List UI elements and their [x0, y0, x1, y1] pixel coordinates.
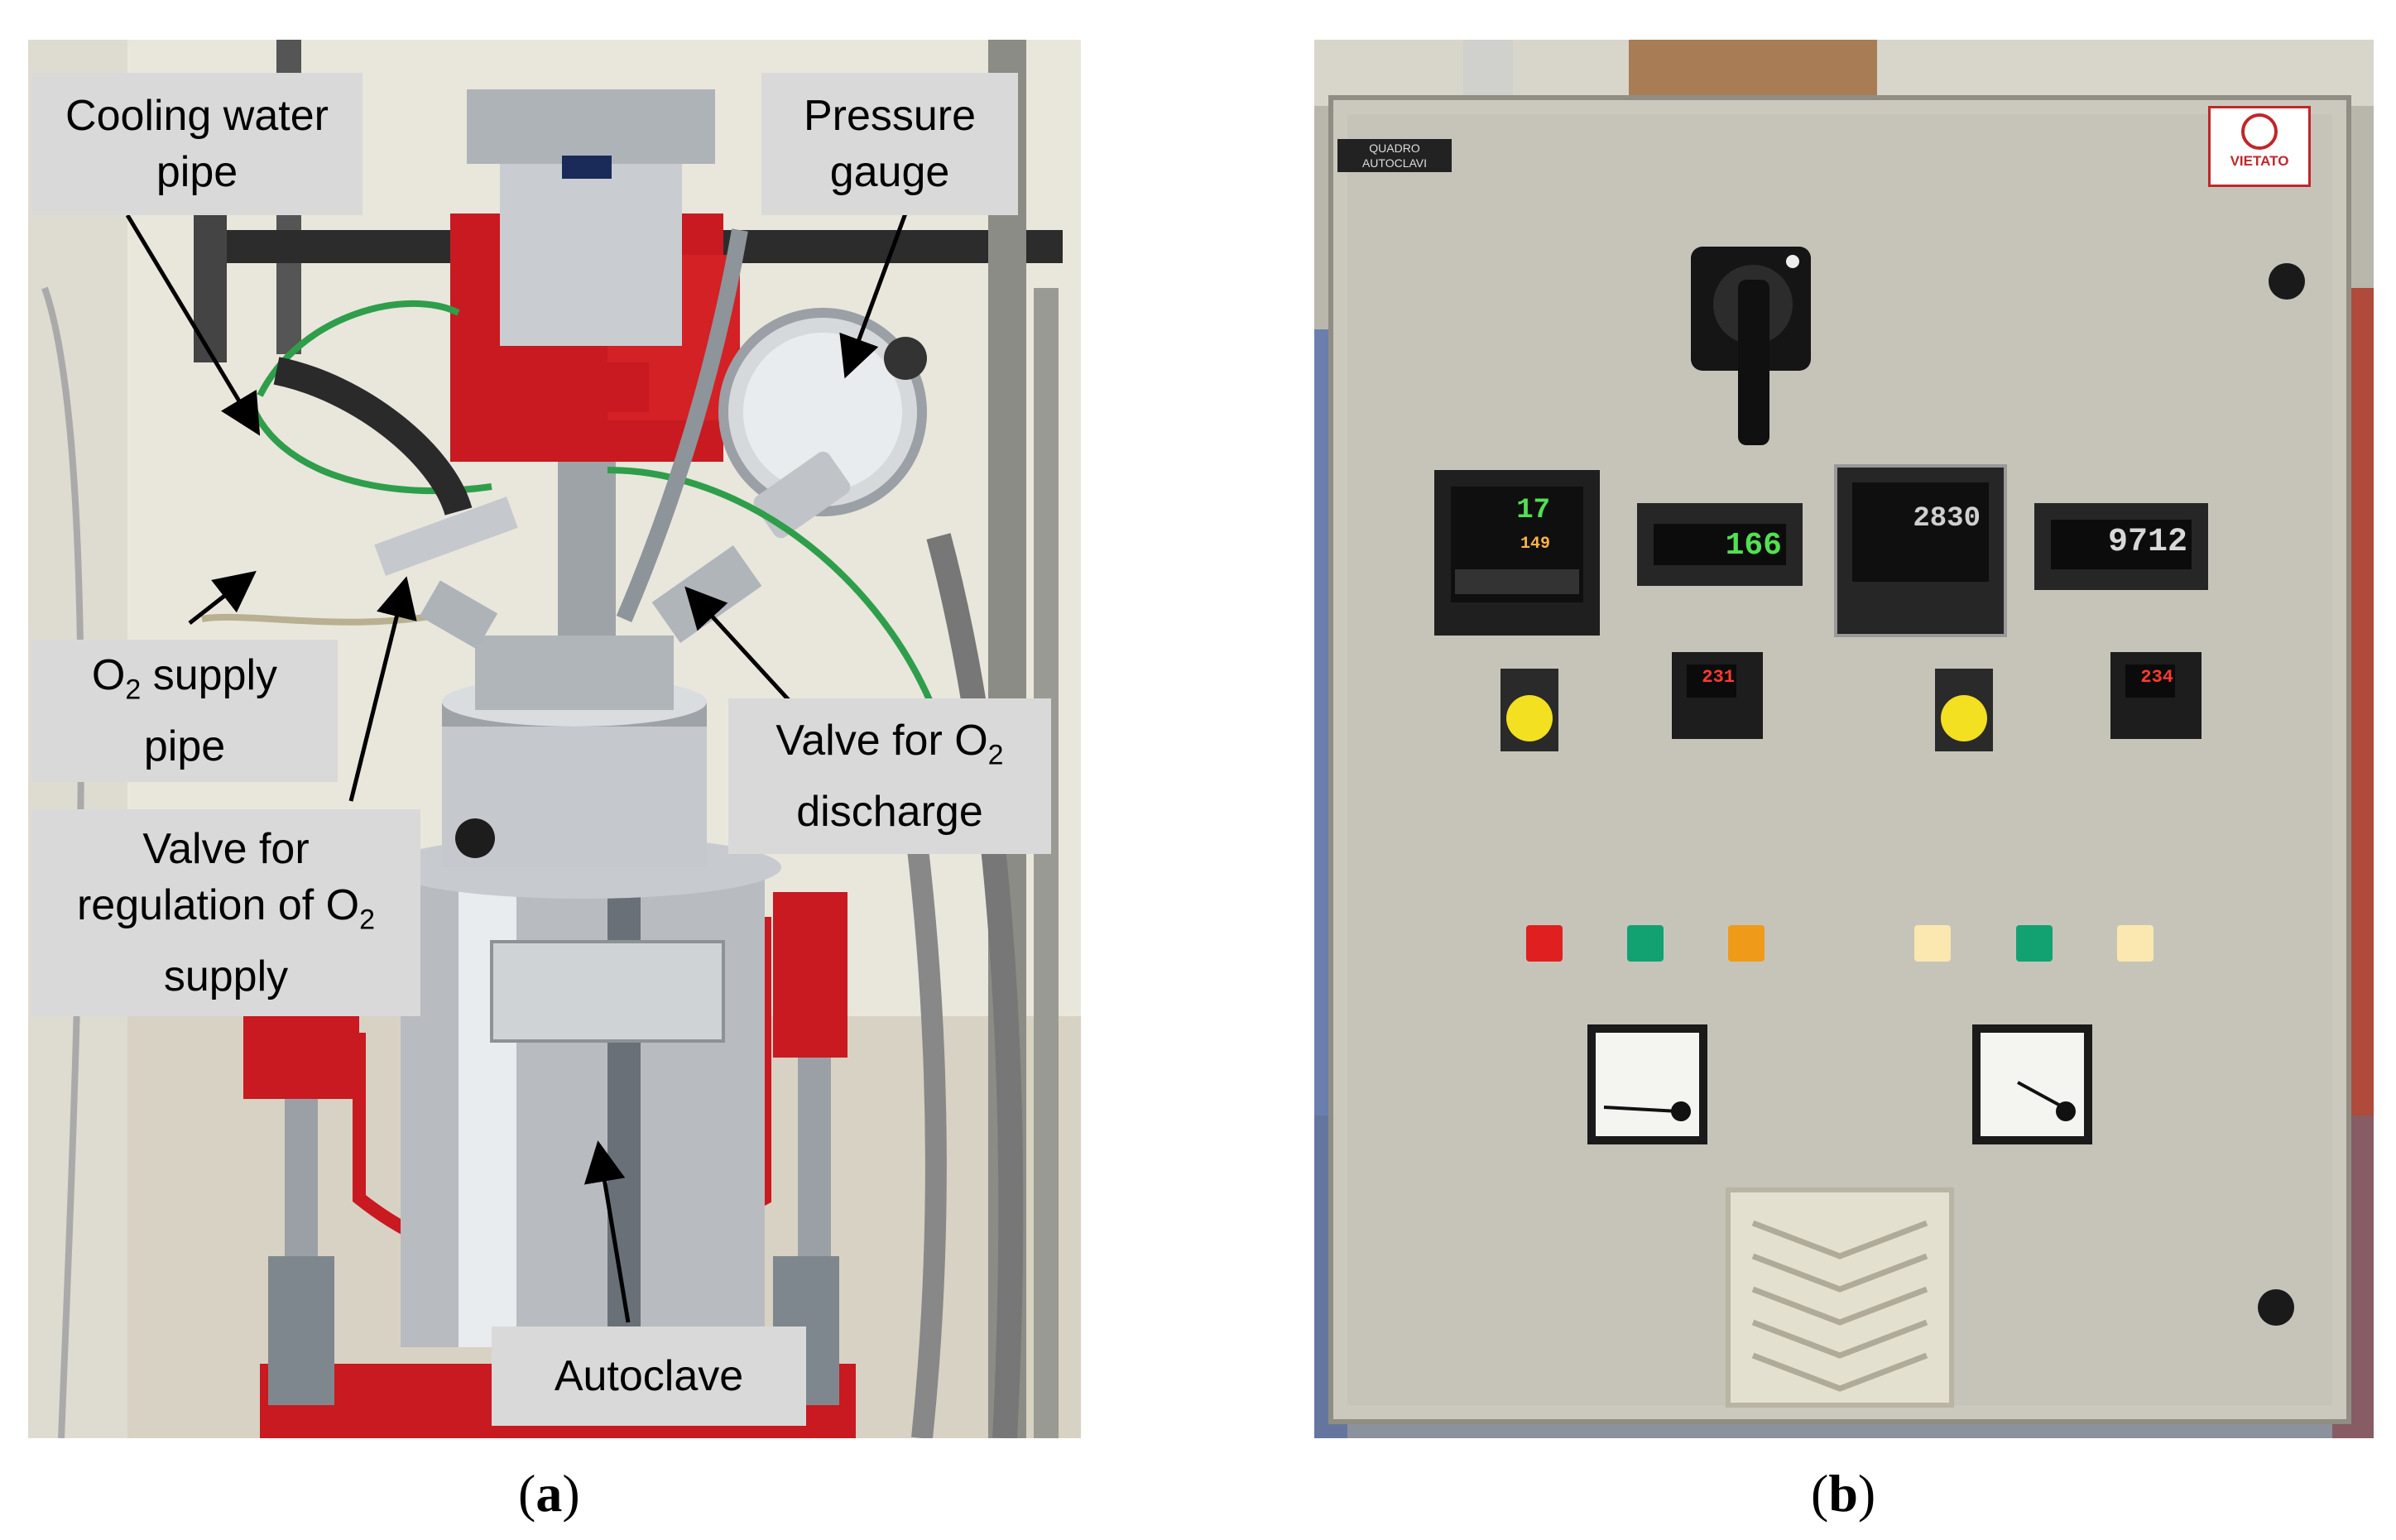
meter-readout-right: 234 — [2140, 667, 2173, 688]
controller-readout-left-bottom: 149 — [1520, 535, 1550, 554]
analog-meter-icon — [1587, 1024, 1707, 1144]
arrow-icon — [188, 570, 257, 625]
callout-valve-discharge: Valve for O2 discharge — [728, 698, 1051, 854]
controller-readout-left-top: 17 — [1516, 495, 1550, 526]
cabinet-plate: QUADRO AUTOCLAVI — [1337, 139, 1452, 172]
control-cabinet-photo — [1314, 40, 2374, 1438]
controller-readout-center-right: 2830 — [1913, 503, 1981, 535]
analog-meter-icon — [1972, 1024, 2092, 1144]
arrow-icon — [583, 1140, 631, 1323]
warning-sign-icon: VIETATO — [2208, 106, 2311, 187]
photo-panel-b: QUADRO AUTOCLAVI VIETATO 17 149 166 2830… — [1314, 40, 2374, 1438]
callout-o2-supply-pipe: O2 supply pipe — [31, 640, 338, 782]
callout-cooling-water-pipe: Cooling water pipe — [31, 73, 363, 215]
callout-autoclave: Autoclave — [492, 1327, 806, 1426]
caption-a: (a) — [518, 1464, 580, 1523]
rotary-switch-icon — [1691, 247, 1811, 445]
callout-arrows-a — [125, 213, 908, 1323]
callout-valve-regulation: Valve for regulation of O2 supply — [31, 809, 420, 1016]
vent-grille-icon — [1726, 1187, 1954, 1408]
arrow-icon — [839, 213, 908, 379]
photo-panel-a: Cooling water pipe Pressure gauge O2 sup… — [28, 40, 1081, 1438]
arrow-icon — [348, 576, 417, 802]
controller-readout-right: 9712 — [2107, 524, 2187, 561]
callout-pressure-gauge: Pressure gauge — [761, 73, 1018, 215]
controller-readout-center-left: 166 — [1725, 528, 1782, 564]
meter-readout-left: 231 — [1702, 667, 1735, 688]
arrow-icon — [125, 213, 261, 436]
caption-b: (b) — [1811, 1464, 1876, 1523]
